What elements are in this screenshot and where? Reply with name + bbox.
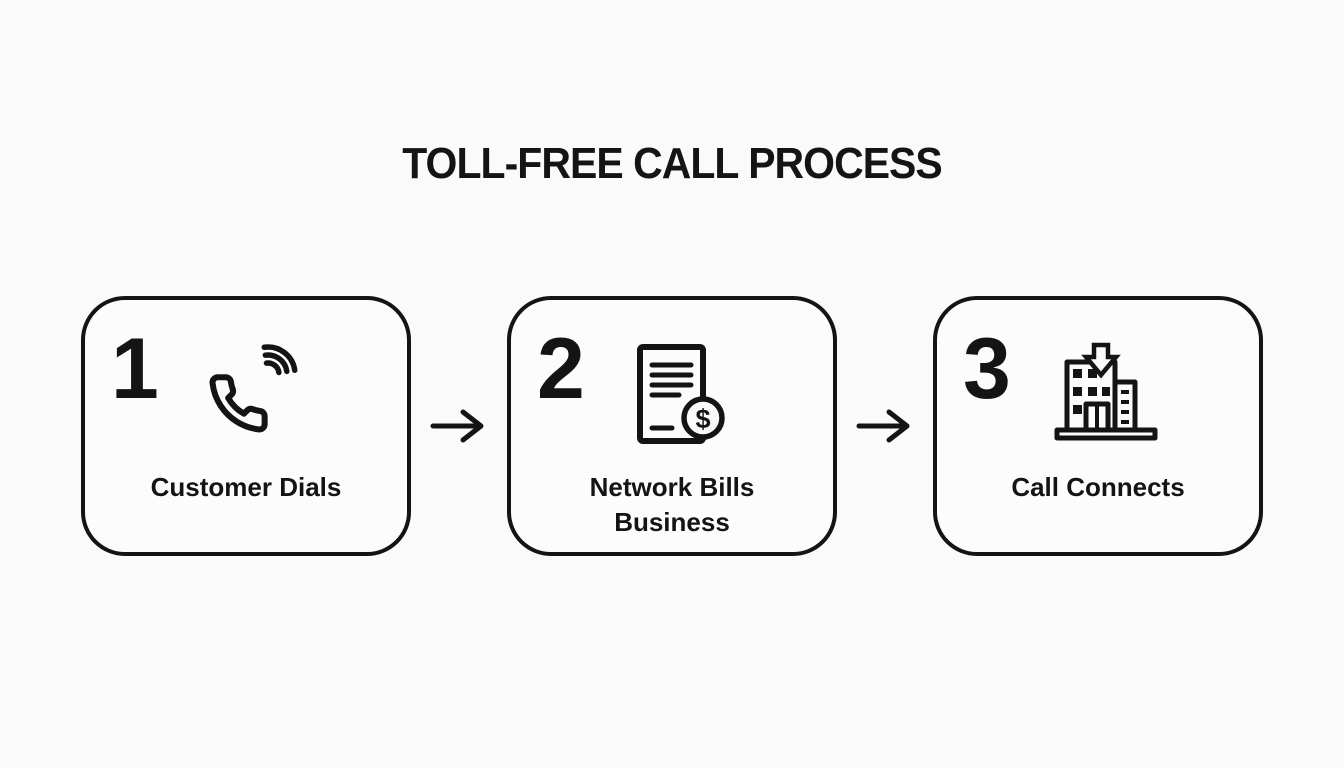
step-box-network-bills-business: 2 $ Network Bills Business: [507, 296, 837, 556]
process-flow: 1 Customer Dials 2: [0, 296, 1344, 556]
dollar-sign-glyph: $: [695, 404, 710, 434]
right-arrow-icon: [411, 404, 507, 448]
step-label: Customer Dials: [150, 472, 342, 502]
page-title: TOLL-FREE CALL PROCESS: [402, 139, 943, 188]
right-arrow-icon: [837, 404, 933, 448]
billing-document-dollar-icon: $: [634, 342, 726, 450]
step-label: Call Connects: [1011, 472, 1185, 502]
step-number: 1: [111, 321, 159, 417]
step-number: 2: [537, 321, 585, 417]
step-box-call-connects: 3 Call Connects: [933, 296, 1263, 556]
step-number: 3: [963, 321, 1011, 417]
building-inbound-arrow-icon: [1053, 342, 1159, 442]
phone-sound-waves-icon: [204, 342, 304, 440]
step-box-customer-dials: 1 Customer Dials: [81, 296, 411, 556]
step-label: Network Bills Business: [589, 472, 755, 538]
